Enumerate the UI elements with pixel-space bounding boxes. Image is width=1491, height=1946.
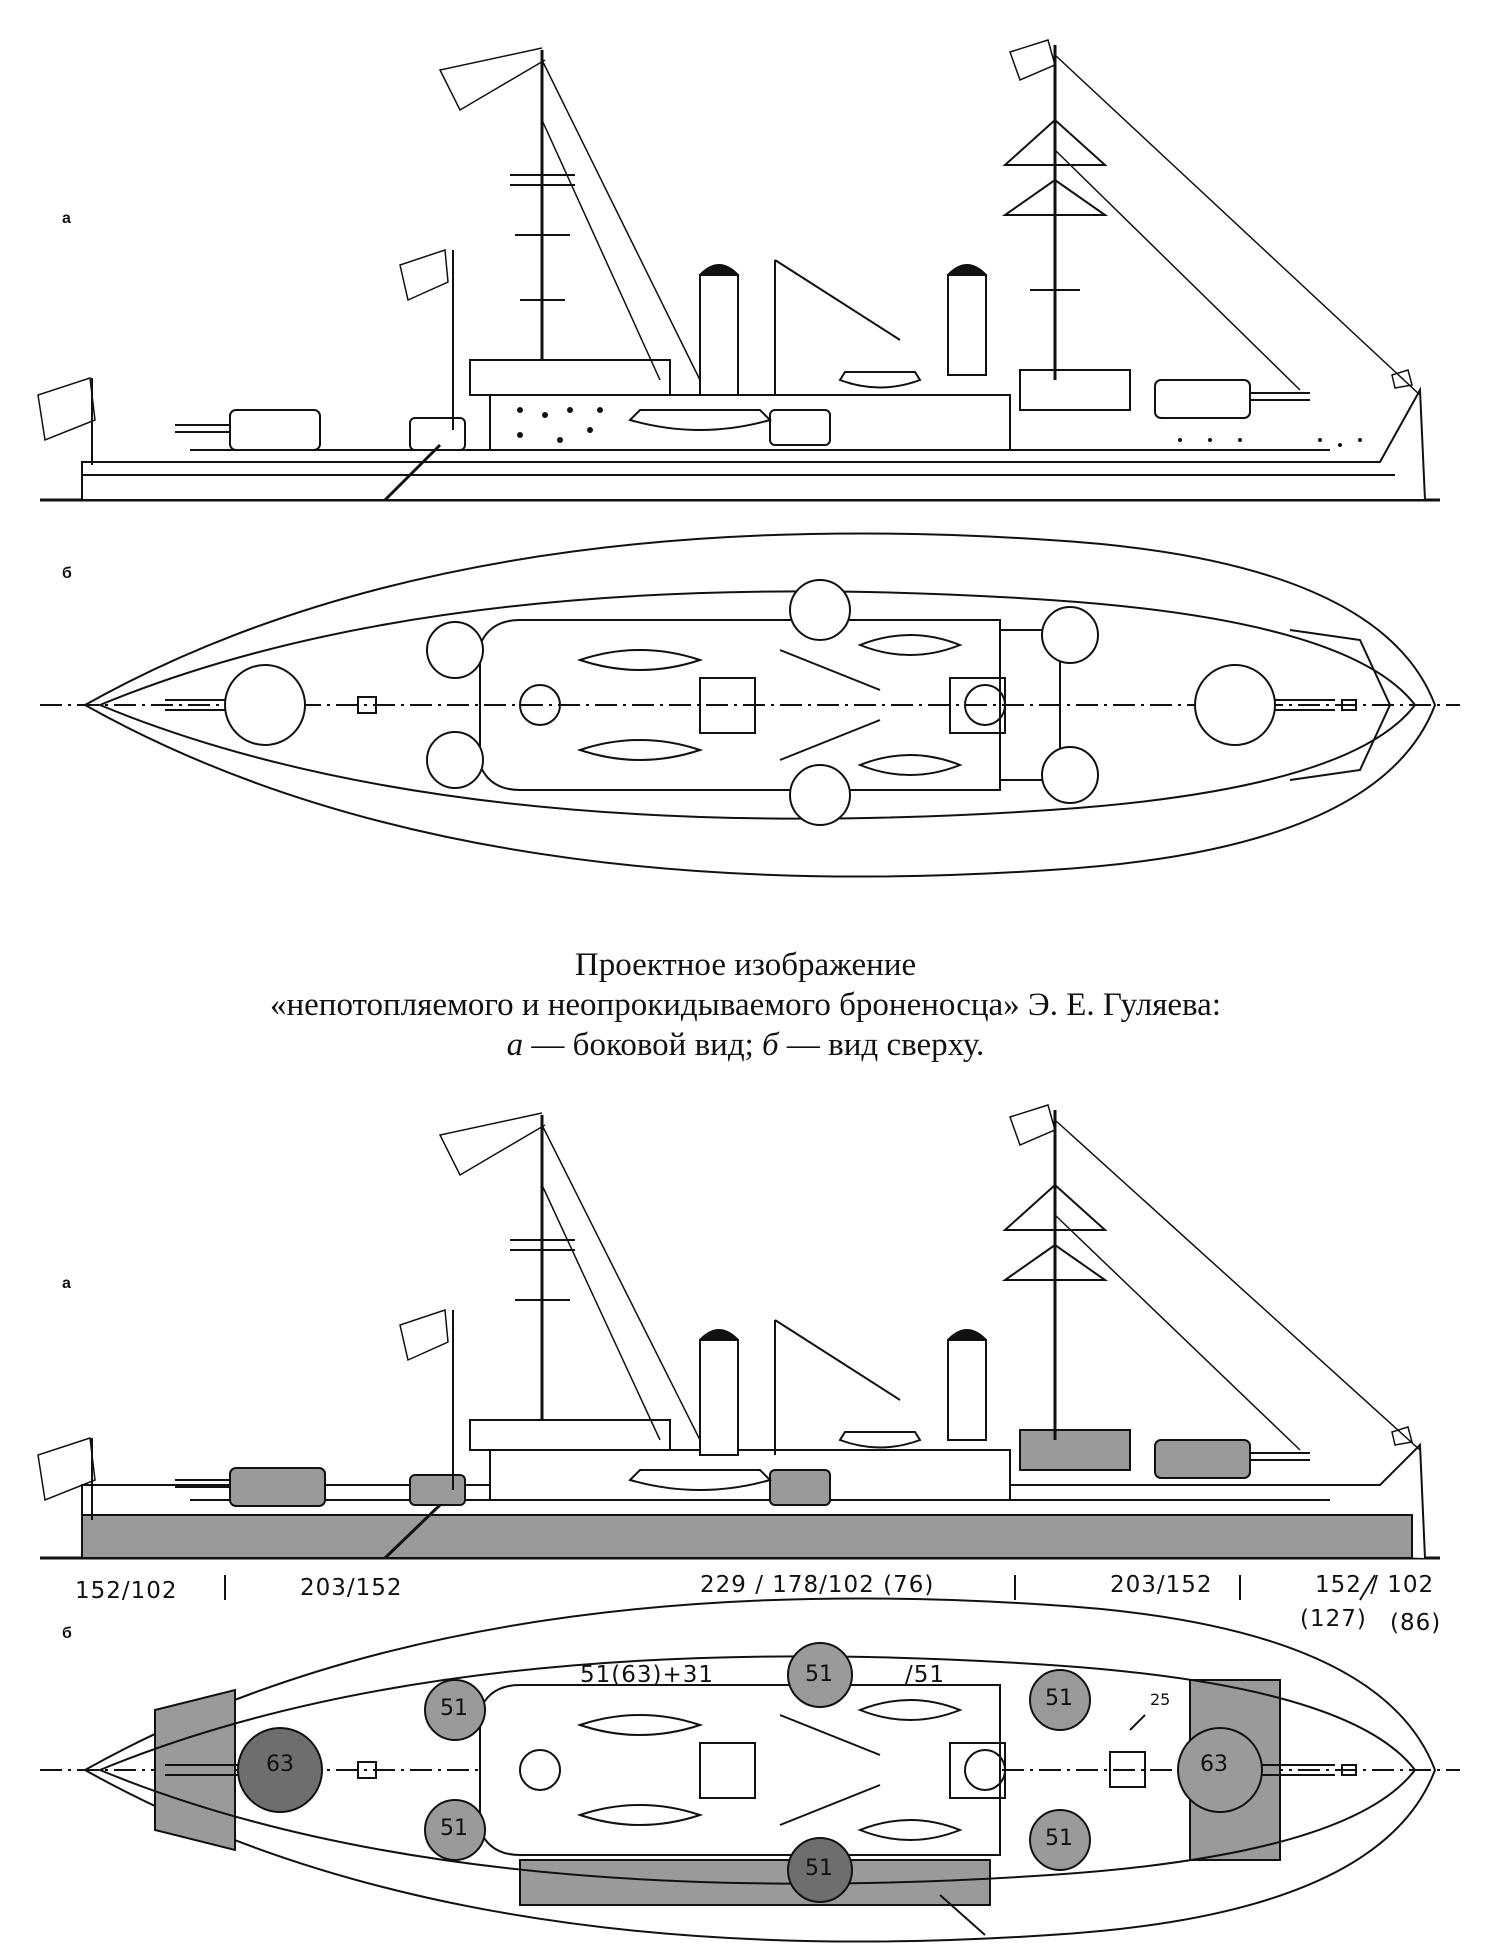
top-side-view-label: а [62, 210, 71, 227]
caption-a-letter: а [506, 1027, 524, 1063]
caption-line-2: «непотопляемого и неопрокидываемого брон… [270, 987, 1221, 1023]
armor-label-turret-mid-port: 51 [805, 1662, 833, 1687]
caption-b-text: — вид сверху. [778, 1027, 985, 1063]
armor-label-deck-side: /51 [905, 1662, 946, 1688]
armor-label-aft-turret: 203/152 [300, 1575, 403, 1601]
caption-b-letter: б [762, 1027, 779, 1063]
armor-label-deck: 51(63)+31 [580, 1662, 715, 1688]
caption-line-1: Проектное изображение [574, 947, 917, 983]
armor-label-turret-fwd-stbd: 51 [1045, 1826, 1073, 1851]
armor-label-turret-aft-port: 51 [440, 1696, 468, 1721]
armor-label-pointer: 25 [1150, 1690, 1171, 1709]
bottom-side-view-label: а [62, 1275, 71, 1292]
top-plan-view-label: б [62, 565, 72, 582]
armor-label-center: 229 / 178/102 (76) [700, 1572, 935, 1598]
bottom-plan-view-label: б [62, 1625, 72, 1642]
armor-label-turret-mid-stbd: 51 [805, 1856, 833, 1881]
armor-label-bow: 152 / 102 [1315, 1572, 1435, 1598]
caption-line-3: а — боковой вид; б — вид сверху. [0, 1025, 1491, 1065]
armor-label-aft-main-turret: 63 [266, 1752, 294, 1777]
armor-label-stern: 152/102 [75, 1578, 178, 1604]
armor-label-turret-aft-stbd: 51 [440, 1816, 468, 1841]
caption-a-text: — боковой вид; [523, 1027, 763, 1063]
armor-aft-end [154, 1688, 236, 1852]
armor-label-bow-sub1: (127) [1300, 1606, 1367, 1632]
armor-label-fwd-main-turret: 63 [1200, 1752, 1228, 1777]
armor-label-fwd-turret: 203/152 [1110, 1572, 1213, 1598]
armor-label-bow-sub2: (86) [1390, 1610, 1442, 1636]
armor-label-turret-fwd-port: 51 [1045, 1686, 1073, 1711]
